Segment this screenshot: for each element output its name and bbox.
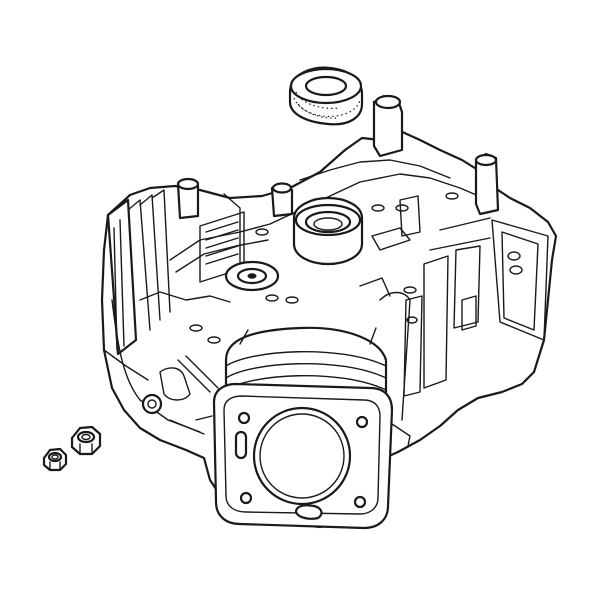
- hex-nut-2-icon: [70, 425, 102, 456]
- hex-nut-icon: [42, 447, 68, 472]
- oil-seal-icon: [288, 66, 364, 126]
- engine-block-icon: [100, 94, 558, 530]
